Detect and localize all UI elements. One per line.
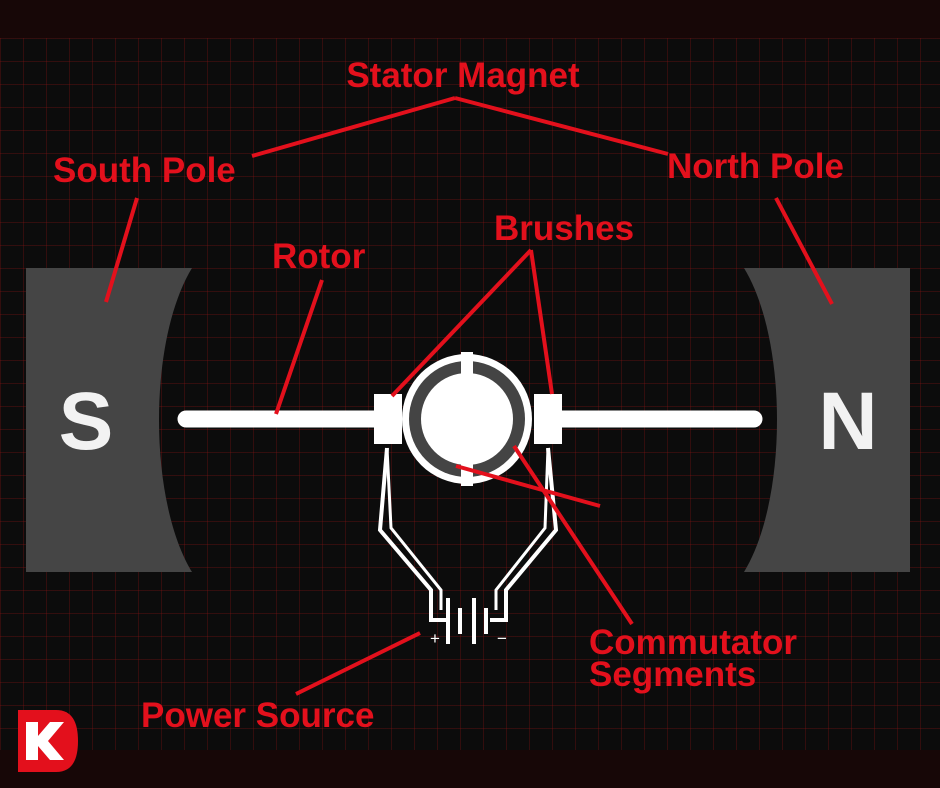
circuit-wire-left — [377, 447, 446, 622]
label-brushes: Brushes — [494, 209, 634, 248]
leader-lines — [104, 96, 834, 696]
north-pole-letter: N — [818, 376, 877, 467]
label-power-source: Power Source — [141, 696, 374, 735]
label-stator-magnet: Stator Magnet — [346, 56, 580, 95]
battery-minus-sign: − — [497, 629, 507, 648]
label-commutator-line2: Segments — [589, 655, 756, 694]
label-commutator-line1: Commutator — [589, 623, 797, 662]
circuit-wire-right-inner — [494, 447, 550, 610]
label-south-pole: South Pole — [53, 151, 236, 190]
label-north-pole: North Pole — [667, 147, 844, 186]
circuit-wire-left-inner — [385, 447, 443, 610]
brush-right — [534, 394, 562, 444]
south-pole-magnet — [26, 268, 192, 572]
north-pole-magnet — [744, 268, 910, 572]
battery-plus-sign: + — [430, 629, 440, 648]
k-brand-logo-icon — [18, 710, 78, 772]
commutator — [402, 352, 532, 486]
battery-symbol — [446, 598, 488, 644]
brush-left — [374, 394, 402, 444]
label-rotor: Rotor — [272, 237, 366, 276]
south-pole-letter: S — [59, 376, 114, 467]
